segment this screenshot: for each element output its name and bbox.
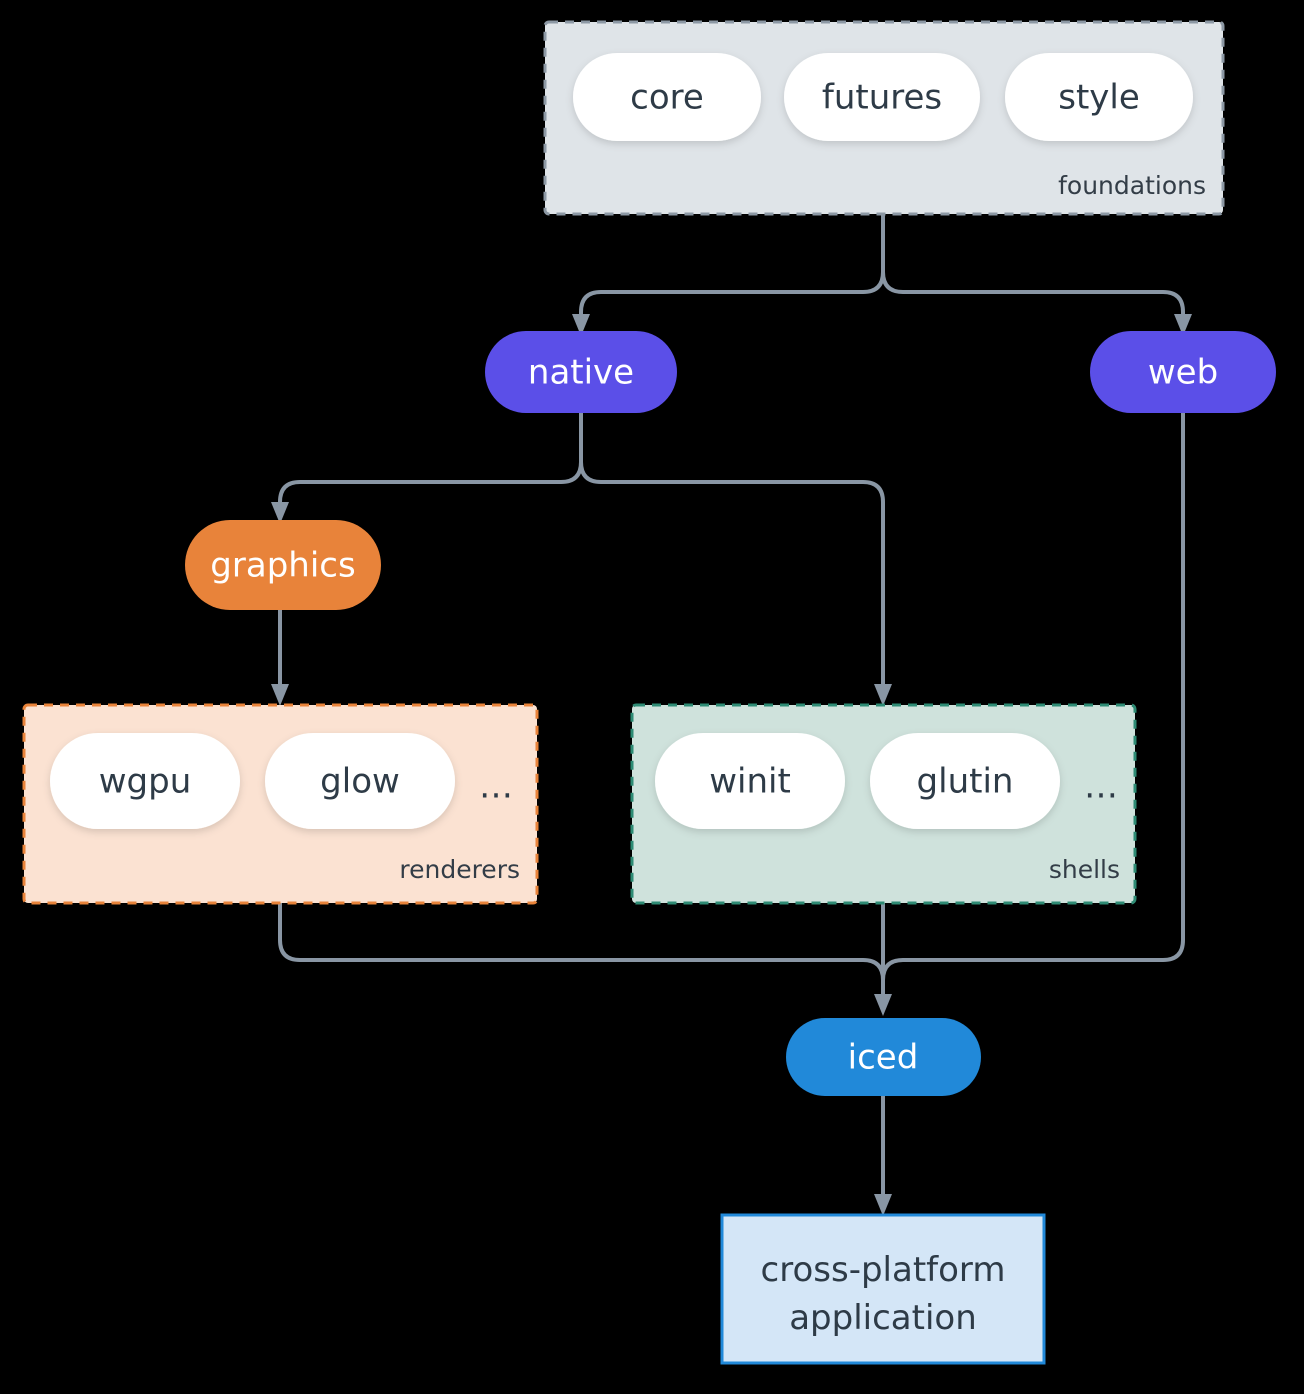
pill-futures-label: futures [822,78,942,118]
pill-style[interactable]: style [1005,53,1193,141]
pill-winit-shape[interactable] [655,733,845,829]
renderers-ellipsis: … [479,767,513,807]
node-web-label: web [1148,353,1218,393]
node-native-label: native [528,353,634,393]
pill-futures-shape[interactable] [784,53,980,141]
edge-web-to-iced [874,413,1185,1016]
group-shells[interactable]: winit glutin … shells [630,703,1137,905]
pill-winit-label: winit [709,762,791,802]
arrowhead-icon [271,684,289,706]
arrowhead-icon [271,502,289,524]
node-iced-label: iced [848,1038,919,1078]
application-box-line2: application [789,1298,977,1338]
edge-native-to-shells [579,413,892,706]
arrowhead-icon [874,994,892,1016]
shells-ellipsis: … [1084,767,1118,807]
foundations-caption: foundations [1058,171,1206,200]
renderers-caption: renderers [399,855,520,884]
pill-glutin-shape[interactable] [870,733,1060,829]
pill-core-shape[interactable] [573,53,761,141]
pill-glow-label: glow [320,762,400,802]
application-box-line1: cross-platform [761,1250,1006,1290]
node-native-shape[interactable] [485,331,677,413]
edge-foundations-to-native [572,214,885,336]
arrowhead-icon [1174,314,1192,336]
node-web-shape[interactable] [1090,331,1276,413]
pill-glow-shape[interactable] [265,733,455,829]
pill-futures[interactable]: futures [784,53,980,141]
node-graphics-shape[interactable] [185,520,381,610]
pill-core[interactable]: core [573,53,761,141]
node-iced-shape[interactable] [786,1018,981,1096]
group-renderers[interactable]: wgpu glow … renderers [22,703,539,905]
pill-winit[interactable]: winit [655,733,845,829]
node-graphics-label: graphics [210,546,355,586]
edges-layer [271,214,1192,1216]
pill-wgpu-shape[interactable] [50,733,240,829]
pill-glow[interactable]: glow [265,733,455,829]
edge-native-to-graphics [271,413,583,524]
application-box-shape[interactable] [720,1213,1046,1365]
edge-renderers-to-iced [278,903,885,1000]
pill-glutin[interactable]: glutin [870,733,1060,829]
pill-style-label: style [1058,78,1140,118]
pill-glutin-label: glutin [917,762,1014,802]
pill-style-shape[interactable] [1005,53,1193,141]
edge-iced-to-application [874,1096,892,1216]
node-graphics[interactable]: graphics [185,520,381,610]
node-web[interactable]: web [1090,331,1276,413]
node-iced[interactable]: iced [786,1018,981,1096]
edge-foundations-to-web [881,214,1192,336]
group-foundations[interactable]: core futures style foundations [543,20,1225,216]
arrowhead-icon [572,314,590,336]
edge-graphics-to-renderers [271,610,289,706]
pill-core-label: core [630,78,704,118]
pill-wgpu-label: wgpu [99,762,192,802]
pill-wgpu[interactable]: wgpu [50,733,240,829]
shells-caption: shells [1049,855,1120,884]
box-cross-platform-application[interactable]: cross-platform application [720,1213,1046,1365]
arrowhead-icon [874,684,892,706]
arrowhead-icon [874,1194,892,1216]
node-native[interactable]: native [485,331,677,413]
